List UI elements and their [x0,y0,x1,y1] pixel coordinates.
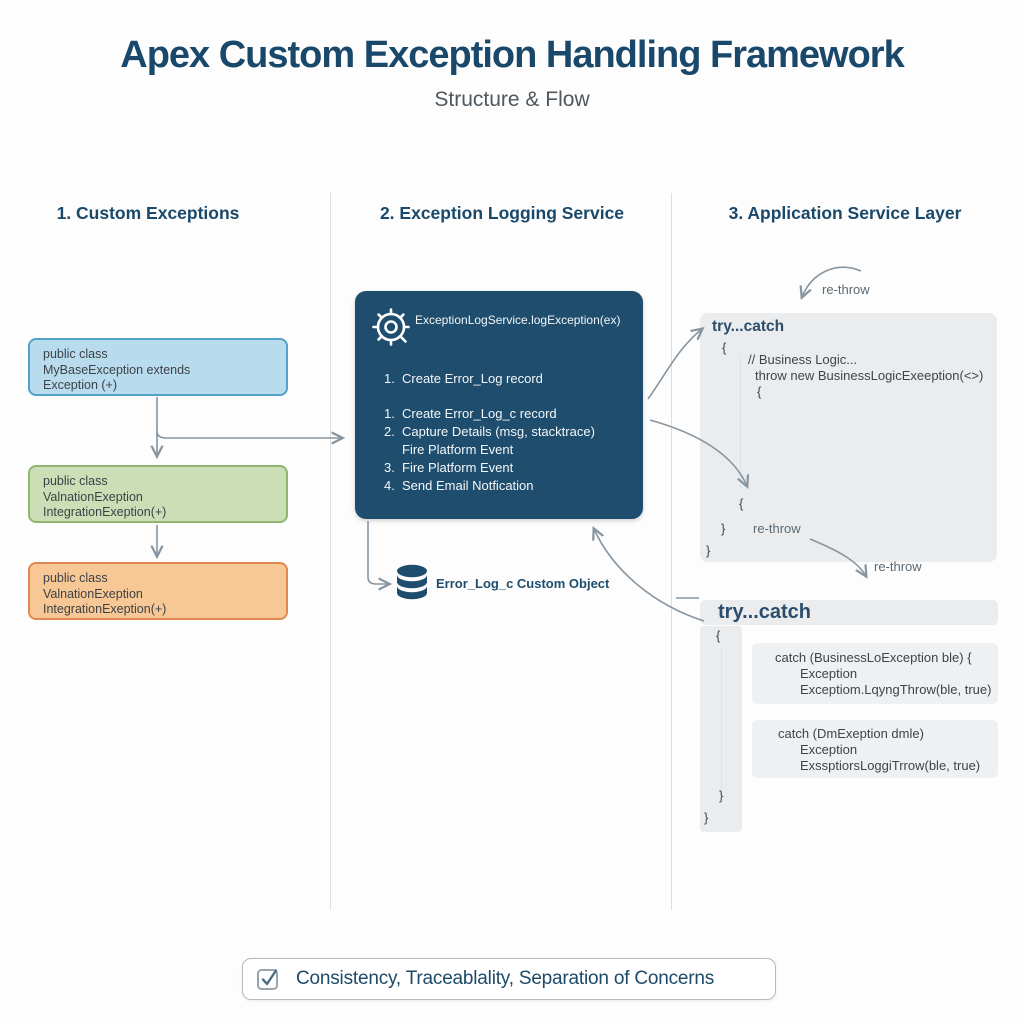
column-header-custom-exceptions: 1. Custom Exceptions [56,203,240,223]
code-brace: { [757,384,762,399]
code-catch-line: Exception [800,666,858,681]
try-catch-title: try...catch [712,318,785,335]
step-text: Fire Platform Event [402,460,514,475]
gear-icon [372,308,410,346]
code-brace: } [721,521,726,536]
class-box-base-exception: public class MyBaseException extends Exc… [28,338,288,396]
column-header-service-layer: 3. Application Service Layer [728,203,962,223]
code-brace: { [716,628,721,643]
step-number: 1. [384,371,395,386]
page-title: Apex Custom Exception Handling Framework [120,34,904,76]
class-box-line: MyBaseException extends [43,362,191,377]
step-text: Create Error_Log_c record [402,406,557,421]
service-method-label: ExceptionLogService.logException(ex) [415,313,621,327]
step-number: 3. [384,460,395,475]
indent-guide [740,355,741,490]
step-text: Capture Details (msg, stacktrace) [402,424,595,439]
indent-guide [721,648,722,798]
class-box-integration-exception: public class ValnationExeption Integrati… [28,562,288,620]
code-catch-line: ExssptiorsLoggiTrrow(ble, true) [800,758,981,773]
step-number: 4. [384,478,395,493]
code-brace: { [739,496,744,511]
step-number [384,441,402,459]
code-throw-line: throw new BusinessLogicExeeption(<>) [755,368,984,383]
try-catch-title: try...catch [718,601,811,623]
service-step: 4. Send Email Notfication [384,477,534,495]
logging-service-box: ExceptionLogService.logException(ex) 1. … [355,291,643,519]
service-step: 3. Fire Platform Event [384,459,513,477]
class-box-line: IntegrationExeption(+) [43,505,167,519]
code-catch-line: catch (BusinessLoException ble) { [775,650,972,665]
code-brace: } [704,810,709,825]
code-comment: // Business Logic... [748,352,858,367]
class-box-line: public class [43,571,108,585]
arrow-trycatch2-to-service [594,529,705,622]
service-step: 2. Capture Details (msg, stacktrace) [384,423,595,441]
try-catch-block-1: try...catch { // Business Logic... throw… [700,313,997,562]
footer-text: Consistency, Traceablality, Separation o… [296,968,715,989]
column-divider [671,193,672,910]
code-brace: } [706,543,711,558]
step-text: Send Email Notfication [402,478,534,493]
footer-banner: Consistency, Traceablality, Separation o… [242,958,776,1000]
checkbox-icon [257,969,278,990]
rethrow-label-inline: re-throw [753,521,801,536]
arrow-base-to-service [156,430,342,438]
class-box-line: public class [43,347,108,361]
code-catch-line: catch (DmExeption dmle) [778,726,924,741]
rethrow-label-top: re-throw [822,282,870,297]
database-icon [397,564,427,600]
class-box-validation-exception: public class ValnationExeption Integrati… [28,465,288,523]
column-header-logging-service: 2. Exception Logging Service [379,203,625,223]
class-box-line: ValnationExeption [43,489,143,504]
service-step: Fire Platform Event [384,441,513,459]
service-step: 1. Create Error_Log record [384,370,543,388]
service-step: 1. Create Error_Log_c record [384,405,557,423]
code-catch-line: Exceptiom.LqyngThrow(ble, true) [800,682,992,697]
class-box-line: Exception (+) [43,378,117,392]
try-catch-block-2-header: try...catch [700,600,998,625]
custom-object-label: Error_Log_c Custom Object [436,576,610,591]
page-subtitle: Structure & Flow [434,88,590,111]
code-brace: { [722,340,727,355]
step-number: 1. [384,406,395,421]
step-text: Fire Platform Event [402,442,514,457]
step-text: Create Error_Log record [402,371,543,386]
class-box-line: ValnationExeption [43,586,143,601]
step-number: 2. [384,424,395,439]
code-catch-line: Exception [800,742,858,757]
rethrow-label-mid: re-throw [874,559,922,574]
code-brace: } [719,788,724,803]
class-box-line: IntegrationExeption(+) [43,602,167,616]
class-box-line: public class [43,474,108,488]
column-divider [330,193,331,910]
arrow-service-to-database [367,521,389,584]
catch-block-business-exception: catch (BusinessLoException ble) { Except… [752,643,998,704]
arrow-service-to-trycatch1 [647,329,702,400]
catch-block-dml-exception: catch (DmExeption dmle) Exception Exsspt… [752,720,998,778]
